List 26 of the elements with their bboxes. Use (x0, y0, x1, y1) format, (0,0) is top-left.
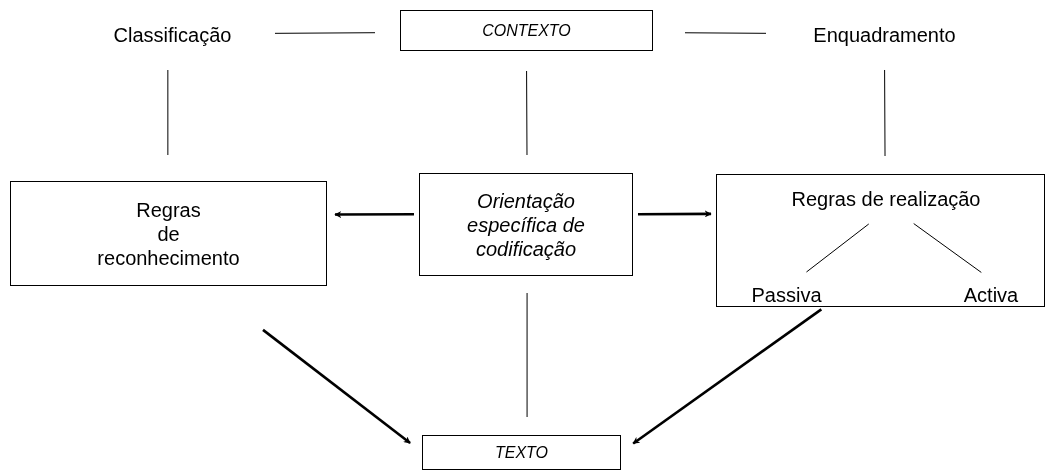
box-label: Regras de reconhecimento (96, 197, 241, 270)
arrow (638, 210, 712, 218)
context-box (400, 10, 653, 51)
connector-line (884, 69, 886, 157)
realization-rules-box (716, 174, 1045, 307)
concept-label: Classificação (95, 20, 250, 50)
coding-orientation-box (419, 173, 633, 276)
text-box (422, 435, 621, 470)
connector-line (526, 70, 528, 156)
arrow (334, 211, 414, 219)
box-label: Orientação específica de codificação (466, 188, 586, 261)
connector-line (805, 223, 870, 273)
arrow (262, 328, 411, 445)
connector-line (167, 69, 169, 156)
box-heading: Regras de realização (771, 185, 1001, 213)
connector-line (526, 292, 528, 418)
connector-line (684, 32, 767, 34)
rules-box (10, 181, 327, 286)
mode-label: Passiva (739, 283, 834, 307)
box-label: CONTEXTO (482, 20, 571, 41)
concept-label: Enquadramento (792, 20, 977, 50)
arrow (632, 308, 823, 445)
connector-line (913, 223, 982, 273)
connector-line (274, 32, 376, 34)
box-label: TEXTO (494, 442, 548, 463)
mode-label: Activa (956, 283, 1026, 307)
